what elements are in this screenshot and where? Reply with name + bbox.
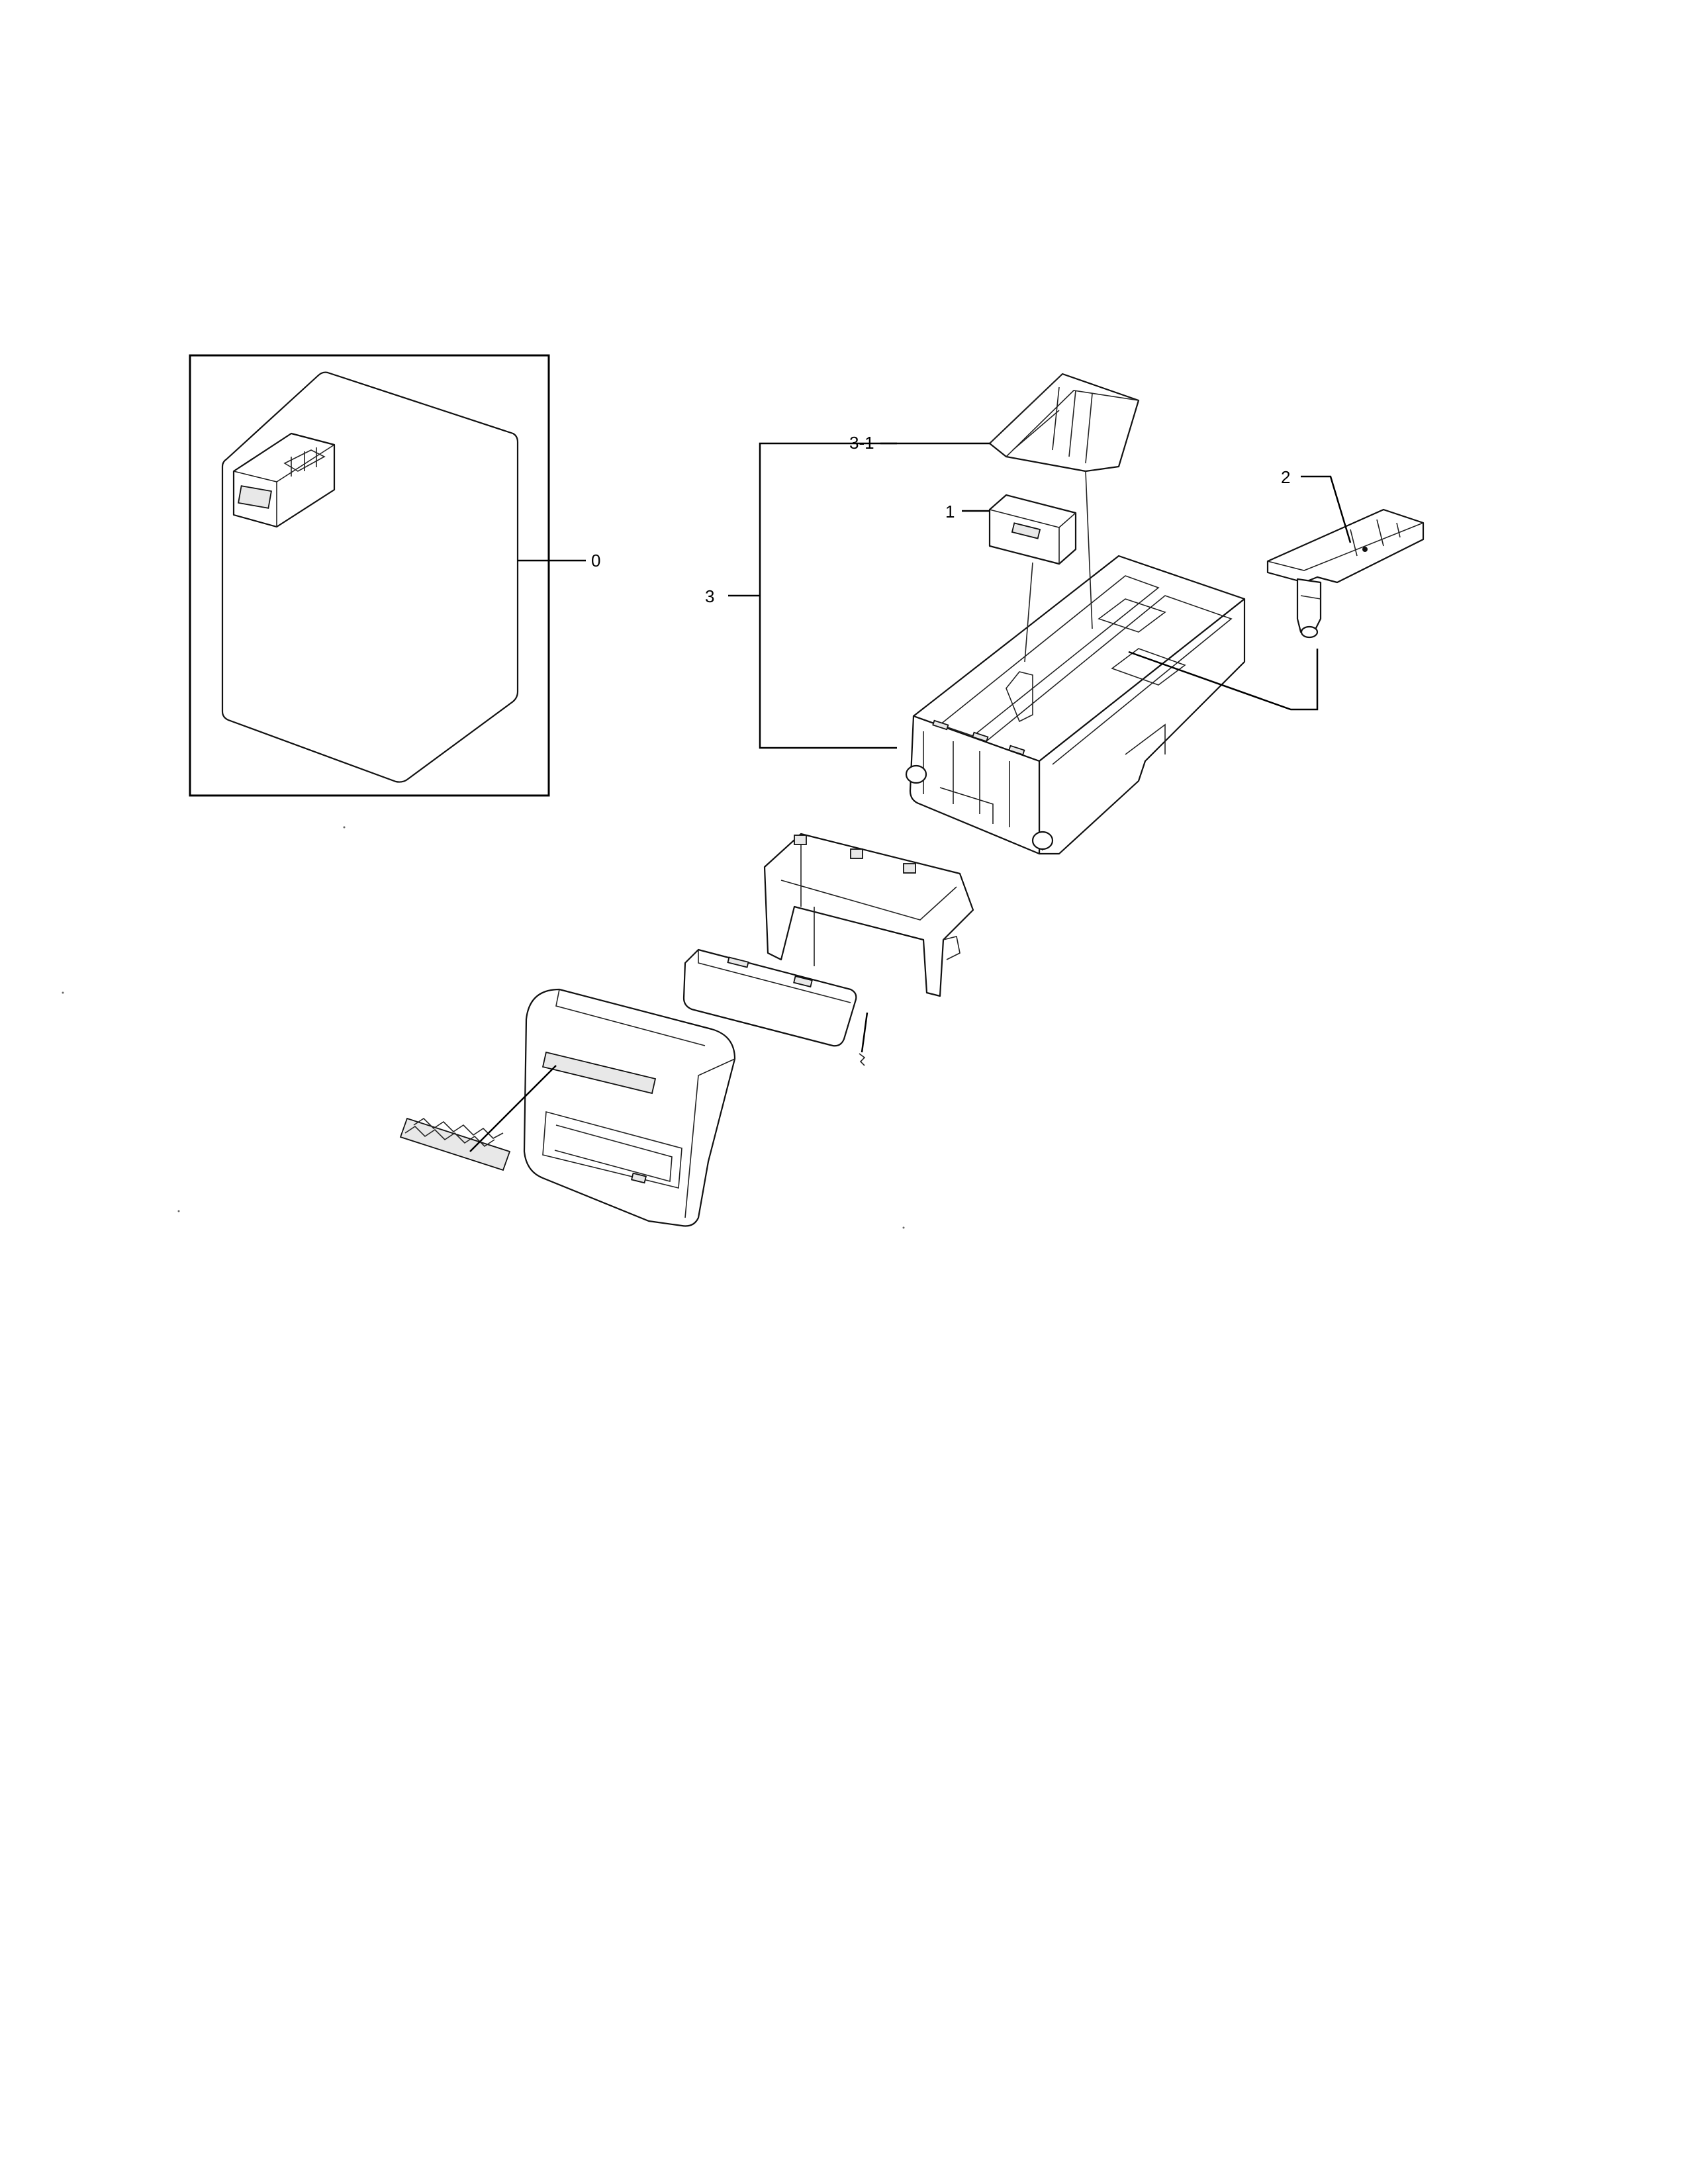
label-strip xyxy=(399,1065,557,1171)
drawer-frame xyxy=(763,833,974,997)
screw xyxy=(859,1012,868,1066)
valve-bracket: 2 xyxy=(1128,467,1425,711)
callout-0: 0 xyxy=(591,551,600,570)
washer-cabinet xyxy=(221,371,519,783)
dispenser-housing: 3 xyxy=(705,442,1246,855)
inset-frame xyxy=(189,354,550,797)
window-panel xyxy=(682,948,857,1047)
callout-1: 1 xyxy=(945,502,955,522)
inset-washer-overview: 0 xyxy=(189,354,600,797)
scan-specks xyxy=(62,826,905,1229)
dispenser-drawer-thumbnail xyxy=(232,432,336,528)
callout-2: 2 xyxy=(1281,467,1290,487)
callout-3: 3 xyxy=(705,586,714,606)
leader-2 xyxy=(1301,475,1352,543)
detergent-cup: 3-1 xyxy=(849,373,1140,629)
leader-3 xyxy=(759,442,897,749)
callout-3-1: 3-1 xyxy=(849,433,874,453)
drawer-handle-panel xyxy=(523,988,736,1227)
softener-cap: 1 xyxy=(945,494,1077,662)
